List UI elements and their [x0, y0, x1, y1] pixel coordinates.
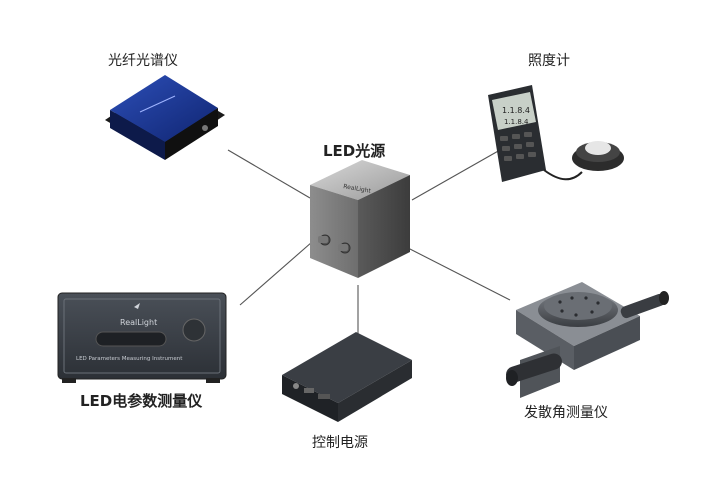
connector-lines [227, 149, 511, 335]
goniometer-device [506, 282, 669, 398]
spectrometer-device [105, 75, 225, 160]
power-supply-label: 控制电源 [312, 435, 368, 451]
lux-meter-readout-1: 1.1.8.4 [502, 106, 530, 115]
lux-meter-device: 1.1.8.4 1.1.8.4 [488, 85, 624, 182]
spectrometer-label: 光纤光谱仪 [108, 53, 178, 69]
line-to-led-analyzer [239, 241, 313, 306]
cube-brand-text: RealLight [343, 183, 372, 195]
lux-meter-label: 照度计 [528, 53, 570, 69]
led-analyzer-label: LED电参数测量仪 [80, 392, 203, 410]
line-to-goniometer [407, 247, 511, 301]
power-supply-device [282, 332, 412, 422]
led-analyzer-device: RealLight LED Parameters Measuring Instr… [57, 292, 227, 383]
analyzer-brand-text: RealLight [120, 318, 157, 327]
led-light-source-cube: RealLight [310, 160, 410, 278]
led-light-source-label: LED光源 [323, 142, 386, 160]
line-to-lux-meter [411, 149, 501, 201]
lux-meter-readout-2: 1.1.8.4 [504, 118, 529, 126]
analyzer-subtitle-text: LED Parameters Measuring Instrument [76, 356, 183, 362]
line-to-spectrometer [227, 149, 311, 199]
goniometer-label: 发散角测量仪 [524, 405, 608, 421]
